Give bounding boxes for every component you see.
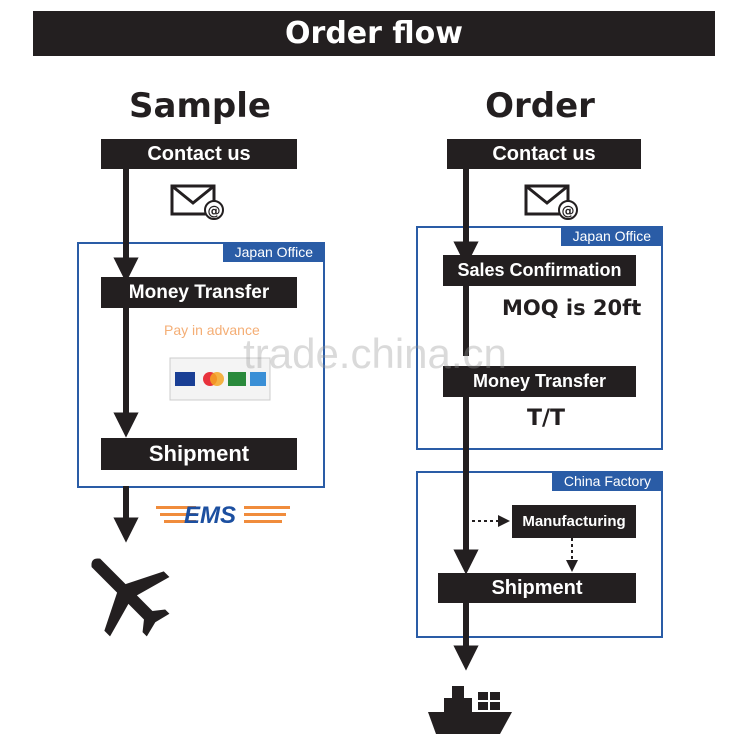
sample-office-tag: Japan Office bbox=[222, 242, 325, 262]
order-office-tag: Japan Office bbox=[560, 226, 663, 246]
factory-tag: China Factory bbox=[551, 471, 663, 491]
page-title: Order flow bbox=[33, 11, 715, 56]
email-icon: @ bbox=[170, 184, 224, 220]
payment-method-text: T/T bbox=[527, 406, 566, 431]
sample-shipment-block: Shipment bbox=[101, 438, 297, 470]
order-japan-office: Japan Office bbox=[416, 226, 663, 450]
china-factory: China Factory bbox=[416, 471, 663, 638]
ems-label: EMS bbox=[184, 502, 237, 529]
svg-text:@: @ bbox=[562, 204, 575, 219]
order-heading: Order bbox=[485, 86, 595, 126]
order-shipment-block: Shipment bbox=[438, 573, 636, 603]
card-logos-image bbox=[169, 357, 271, 401]
order-contact-block: Contact us bbox=[447, 139, 641, 169]
airplane-icon bbox=[91, 558, 170, 637]
manufacturing-block: Manufacturing bbox=[512, 505, 636, 538]
order-money-transfer-block: Money Transfer bbox=[443, 366, 636, 397]
email-icon: @ bbox=[524, 184, 578, 220]
sample-money-transfer-block: Money Transfer bbox=[101, 277, 297, 308]
moq-text: MOQ is 20ft bbox=[502, 296, 642, 320]
ems-logo bbox=[156, 506, 290, 523]
sample-japan-office: Japan Office bbox=[77, 242, 325, 488]
sample-heading: Sample bbox=[129, 86, 271, 126]
sample-contact-block: Contact us bbox=[101, 139, 297, 169]
svg-text:@: @ bbox=[208, 204, 221, 219]
sales-confirmation-block: Sales Confirmation bbox=[443, 255, 636, 286]
ship-icon bbox=[428, 686, 512, 734]
payment-note: Pay in advance bbox=[164, 322, 260, 338]
